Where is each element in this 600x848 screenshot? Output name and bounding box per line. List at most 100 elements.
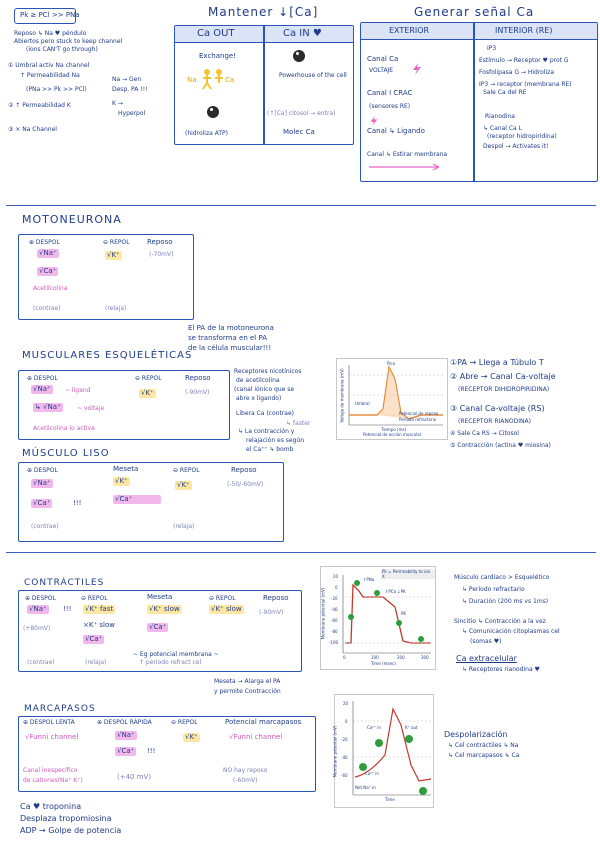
g2-ytick-3: -40 xyxy=(331,607,338,612)
ls-ca2: √Ca⁺ xyxy=(113,495,161,504)
g2-pna: ↑PNa xyxy=(363,577,374,582)
libera: Libera Ca (contrae) xyxy=(236,410,294,418)
me-k: √K⁺ xyxy=(139,389,156,398)
mn-despol: ⊕ DESPOL xyxy=(29,239,60,247)
molec-label: Molec Ca xyxy=(283,128,315,137)
mp-k: √K⁺ xyxy=(183,733,200,742)
int-4: IP3 → receptor (membrana RE) xyxy=(479,81,572,89)
divider-2 xyxy=(6,552,596,553)
g2-ytick-5: -80 xyxy=(331,629,338,634)
ls-repol: ⊖ REPOL xyxy=(173,467,200,475)
me-reposo-val: (-90mV) xyxy=(185,389,209,397)
receptores-2: de acetilcolina xyxy=(236,377,280,385)
ct-k-slow: √K⁺ slow xyxy=(209,605,244,614)
g1-reposo: Potencial de reposo xyxy=(399,411,438,416)
exchanger-figure-icon xyxy=(201,68,225,90)
g2-pca: ↑PCa ↓PK xyxy=(385,589,406,594)
ls-meseta: Meseta xyxy=(113,465,138,474)
hidroliza-label: (hidroliza ATP) xyxy=(185,130,228,138)
int-3: Fosfolipasa G → Hidroliza xyxy=(479,69,554,77)
ca-exchange: Ca xyxy=(225,76,234,85)
contraccion-3: el Ca⁺⁺ ↳ bomb xyxy=(246,446,293,454)
item-1-right: Na → Gen xyxy=(112,76,141,84)
liso-title: MÚSCULO LISO xyxy=(22,448,110,459)
mn-k: √K⁺ xyxy=(105,251,122,260)
mp-funni: √Funni channel xyxy=(25,733,78,742)
mp-na: √Na⁺ xyxy=(115,731,137,740)
bottom-note-3: ADP → Golpe de potencia xyxy=(20,826,121,836)
ct-k-fast: √K⁺ fast xyxy=(83,605,115,614)
pa-note-1: El PA de la motoneurona xyxy=(188,324,274,333)
item-2-pre: K → xyxy=(112,100,123,108)
ct-repol2: ⊖ REPOL xyxy=(209,595,236,603)
ct-meseta: Meseta xyxy=(147,593,172,602)
item-2-right: Hyperpol xyxy=(118,110,145,118)
liso-box: ⊕ DESPOL Meseta ⊖ REPOL Reposo √Na⁺ √Ca⁺… xyxy=(18,462,284,542)
action-potential-graph: Umbral Potencial de reposo Período refra… xyxy=(336,358,448,440)
g2-xtick-0: 0 xyxy=(343,655,346,660)
despol-note-1: Despolarización xyxy=(444,730,508,740)
despol-note-2: ↳ Cel contráctiles ↳ Na xyxy=(448,742,518,750)
bottom-note-2: Desplaza tropomiosina xyxy=(20,814,112,824)
pa-step-1: ①PA → Llega a Túbulo T xyxy=(450,358,544,368)
ct-reposo-val: (-90mV) xyxy=(259,609,283,617)
receptores-4: abre x ligando) xyxy=(236,395,281,403)
musculares-title: MUSCULARES ESQUELÉTICAS xyxy=(22,350,192,361)
mn-relaja: (relaja) xyxy=(105,305,126,313)
col-interior: INTERIOR (RE) xyxy=(495,26,552,36)
g2-ytick-1: 0 xyxy=(335,585,338,590)
item-1: ① Umbral activ Na channel xyxy=(8,62,89,70)
cardiac-note-2: ↳ Período refractario xyxy=(462,586,525,594)
int-8: (receptor hidropiridina) xyxy=(487,133,557,141)
contraccion-1: ↳ La contracción y xyxy=(238,428,294,436)
g1-umbral: Umbral xyxy=(355,401,370,406)
pa-step-5: ⑤ Contracción (actina ♥ miosina) xyxy=(450,442,551,450)
divider-1 xyxy=(6,205,596,206)
mantener-title: Mantener ↓[Ca] xyxy=(208,5,318,19)
g2-legend: Pk = Permeability to ion X xyxy=(381,569,435,579)
pk-box: Pk ≥ PCl >> PNa xyxy=(14,8,76,24)
na-exchange: Na xyxy=(187,76,197,85)
ls-reposo-val: (-50/-60mV) xyxy=(227,481,263,489)
g2-xtick-1: 100 xyxy=(371,655,379,660)
ext-3a: Canal ↳ Ligando xyxy=(367,127,425,136)
reposo-line-1: Reposo ↳ Na ♥ péndulo xyxy=(14,30,86,38)
ct-repol1: ⊖ REPOL xyxy=(81,595,108,603)
ls-reposo: Reposo xyxy=(231,466,257,475)
ligand-bolt-icon xyxy=(369,115,379,127)
mp-no-reposo: NO hay reposo xyxy=(223,767,267,775)
ct-ca: √Ca⁺ xyxy=(83,635,104,644)
mp-inespecifico: Canal inespecífico xyxy=(23,767,77,775)
reposo-line-2: Abiertos pero stuck to keep channel xyxy=(14,38,122,46)
mp-60: (-60mV) xyxy=(233,777,257,785)
contractiles-title: CONTRÁCTILES xyxy=(24,578,104,588)
me-reposo: Reposo xyxy=(185,374,211,383)
cardiac-note-3: ↳ Duración (200 ms vs 1ms) xyxy=(462,598,548,606)
item-1-right-2: Desp. PA !!! xyxy=(112,86,148,94)
g1-caption: Potencial de acción muscular xyxy=(363,432,421,437)
mp-cationes: de cationes(Na⁺ K⁺) xyxy=(23,777,83,785)
powerhouse-label: Powerhouse of the cell xyxy=(279,72,349,80)
int-9: Despol → Activates it! xyxy=(483,143,548,151)
ca-citosol-label: (↑[Ca] citosol → entra) xyxy=(267,110,335,118)
bomb-icon-2 xyxy=(293,50,305,62)
meseta-note: Meseta → Alarga el PA xyxy=(214,678,280,686)
ext-4a: Canal ↳ Estirar membrana xyxy=(367,151,447,159)
g3-ytick-4: -60 xyxy=(341,773,348,778)
ls-k: √K⁺ xyxy=(175,481,192,490)
cardiac-note-5: ↳ Comunicación citoplasmas cel xyxy=(462,628,560,636)
col-ca-in: Ca IN ♥ xyxy=(283,28,322,39)
mp-despol-rapida: ⊕ DESPOL RÁPIDA xyxy=(97,719,152,727)
cardiac-note-4: Sincitio ↳ Contracción a la vez xyxy=(454,618,546,626)
marcapasos-title: MARCAPASOS xyxy=(24,704,96,714)
pa-note-3: de la célula muscular!!! xyxy=(188,344,271,353)
mn-reposo-val: (-70mV) xyxy=(149,251,173,259)
col-exterior: EXTERIOR xyxy=(389,26,429,36)
ct-reposo: Reposo xyxy=(263,594,289,603)
exchange-label: Exchange! xyxy=(199,52,236,61)
reposo-line-3: (ions CAN'T go through) xyxy=(26,46,98,54)
g2-ytick-0: 20 xyxy=(333,574,338,579)
ext-2a: Canal I CRAC xyxy=(367,89,412,98)
generar-table: EXTERIOR INTERIOR (RE) Canal Ca VOLTAJE … xyxy=(360,22,598,182)
g3-ytick-2: -20 xyxy=(341,737,348,742)
